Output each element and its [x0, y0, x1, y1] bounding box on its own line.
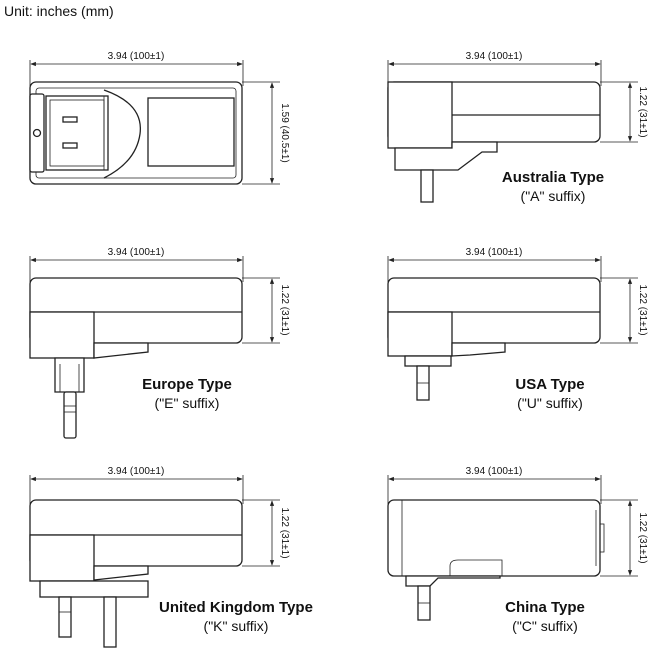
front-width-dimension: 3.94 (100±1) [29, 51, 244, 86]
europe-height-dimension: 1.22 (31±1) [242, 277, 290, 344]
australia-height-dimension: 1.22 (31±1) [600, 81, 648, 143]
front-view: 3.94 (100±1) 1.59 (40.5±1) [29, 51, 290, 185]
uk-plug-view: 3.94 (100±1) 1.22 (31±1) United Kingdom … [29, 466, 313, 648]
width-dimension-label: 3.94 (100±1) [108, 247, 165, 258]
width-dimension-label: 3.94 (100±1) [466, 247, 523, 258]
australia-width-dimension: 3.94 (100±1) [387, 51, 602, 86]
plug-type-title: Europe Type [142, 376, 232, 393]
plug-type-title: USA Type [515, 376, 584, 393]
europe-plug-view: 3.94 (100±1) 1.22 (31±1) Europe Type ("E… [29, 247, 290, 439]
plug-suffix-label: ("U" suffix) [517, 395, 583, 411]
width-dimension-label: 3.94 (100±1) [108, 466, 165, 477]
plug-type-title: China Type [505, 599, 585, 616]
height-dimension-label: 1.59 (40.5±1) [279, 103, 290, 162]
usa-height-dimension: 1.22 (31±1) [600, 277, 648, 344]
unit-label: Unit: inches (mm) [4, 3, 114, 19]
plug-type-title: United Kingdom Type [159, 599, 313, 616]
australia-plug-view: 3.94 (100±1) 1.22 (31±1) Australia Type … [387, 51, 648, 204]
width-dimension-label: 3.94 (100±1) [466, 51, 523, 62]
width-dimension-label: 3.94 (100±1) [466, 466, 523, 477]
europe-width-dimension: 3.94 (100±1) [29, 247, 244, 282]
china-plug-view: 3.94 (100±1) 1.22 (31±1) China Type ("C"… [387, 466, 648, 634]
height-dimension-label: 1.22 (31±1) [279, 507, 290, 558]
china-height-dimension: 1.22 (31±1) [600, 499, 648, 577]
plug-suffix-label: ("A" suffix) [521, 188, 586, 204]
width-dimension-label: 3.94 (100±1) [108, 51, 165, 62]
plug-type-title: Australia Type [502, 169, 604, 186]
height-dimension-label: 1.22 (31±1) [637, 284, 648, 335]
height-dimension-label: 1.22 (31±1) [279, 284, 290, 335]
uk-width-dimension: 3.94 (100±1) [29, 466, 244, 504]
plug-suffix-label: ("C" suffix) [512, 618, 578, 634]
usa-width-dimension: 3.94 (100±1) [387, 247, 602, 282]
plug-suffix-label: ("K" suffix) [204, 618, 269, 634]
usa-plug-view: 3.94 (100±1) 1.22 (31±1) USA Type ("U" s… [387, 247, 648, 411]
plug-suffix-label: ("E" suffix) [155, 395, 220, 411]
height-dimension-label: 1.22 (31±1) [637, 86, 648, 137]
front-height-dimension: 1.59 (40.5±1) [242, 81, 290, 185]
china-width-dimension: 3.94 (100±1) [387, 466, 602, 504]
height-dimension-label: 1.22 (31±1) [637, 512, 648, 563]
uk-height-dimension: 1.22 (31±1) [242, 499, 290, 567]
